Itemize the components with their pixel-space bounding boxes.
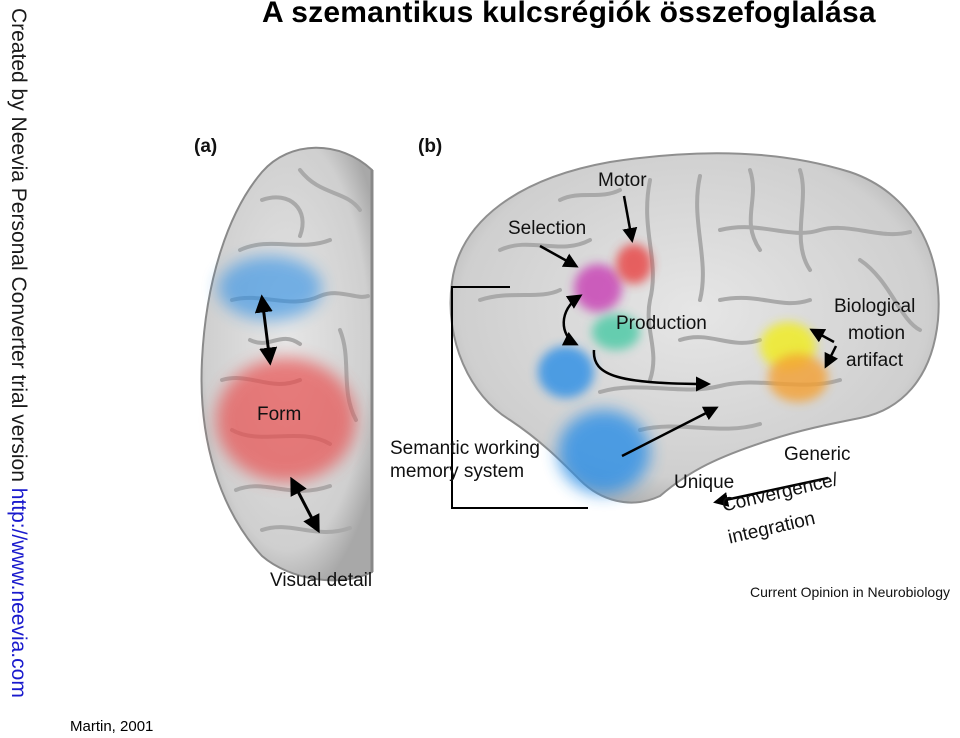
panel-a-label: (a) <box>194 136 217 158</box>
visual-detail-label: Visual detail <box>270 570 372 592</box>
blue-region-b-upper <box>538 346 594 398</box>
orange-region <box>768 354 828 402</box>
selection-label: Selection <box>508 218 586 240</box>
blue-region-b-lower <box>558 410 650 494</box>
panel-b-label: (b) <box>418 136 442 158</box>
slide-title: A szemantikus kulcsrégiók összefoglalása <box>262 0 876 30</box>
motor-label: Motor <box>598 170 647 192</box>
generic-label: Generic <box>784 444 851 466</box>
biological-label: Biological <box>834 296 915 318</box>
unique-label: Unique <box>674 472 734 494</box>
ventral-brain-view <box>202 148 372 581</box>
semantic-label-line2: memory system <box>390 461 524 483</box>
artifact-label: artifact <box>846 350 903 372</box>
motion-label: motion <box>848 323 905 345</box>
watermark-link[interactable]: http://www.neevia.com <box>7 488 30 698</box>
credit-label: Martin, 2001 <box>70 718 153 735</box>
watermark: Created by Neevia Personal Converter tri… <box>6 8 30 708</box>
watermark-text: Created by Neevia Personal Converter tri… <box>7 8 30 488</box>
selection-region <box>574 264 622 312</box>
source-label: Current Opinion in Neurobiology <box>750 584 950 600</box>
motor-region <box>616 244 652 284</box>
form-label: Form <box>257 404 301 426</box>
semantic-label-line1: Semantic working <box>390 438 540 460</box>
blue-region-a <box>218 256 322 320</box>
production-label: Production <box>616 313 707 335</box>
